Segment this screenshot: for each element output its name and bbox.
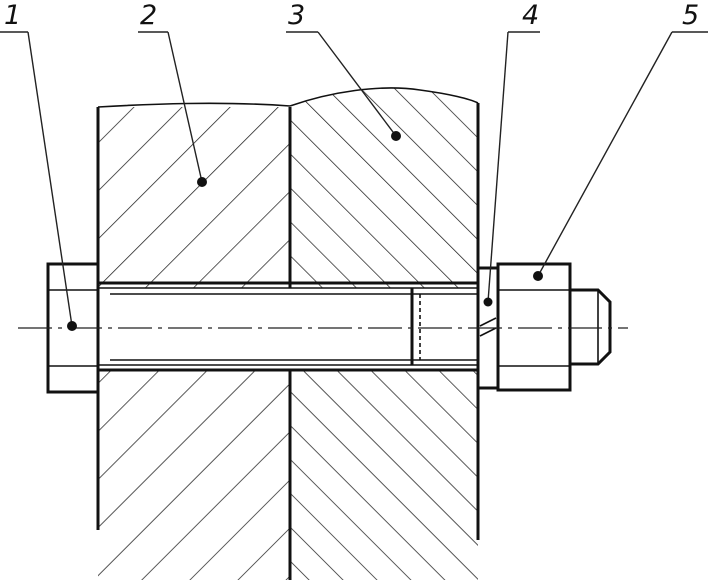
plate-3 <box>288 87 480 580</box>
leader-5 <box>533 31 708 281</box>
plate-2 <box>96 102 291 580</box>
callout-label-1: 1 <box>4 0 21 31</box>
leader-3 <box>286 31 401 141</box>
callout-label-5: 5 <box>682 0 699 31</box>
bolt-1 <box>46 262 478 394</box>
nut-5 <box>496 262 612 392</box>
callout-label-2: 2 <box>140 0 157 31</box>
callout-label-3: 3 <box>288 0 305 31</box>
leader-4 <box>483 31 540 307</box>
callout-label-4: 4 <box>522 0 539 31</box>
leader-2 <box>138 31 207 187</box>
leader-1 <box>0 31 77 331</box>
